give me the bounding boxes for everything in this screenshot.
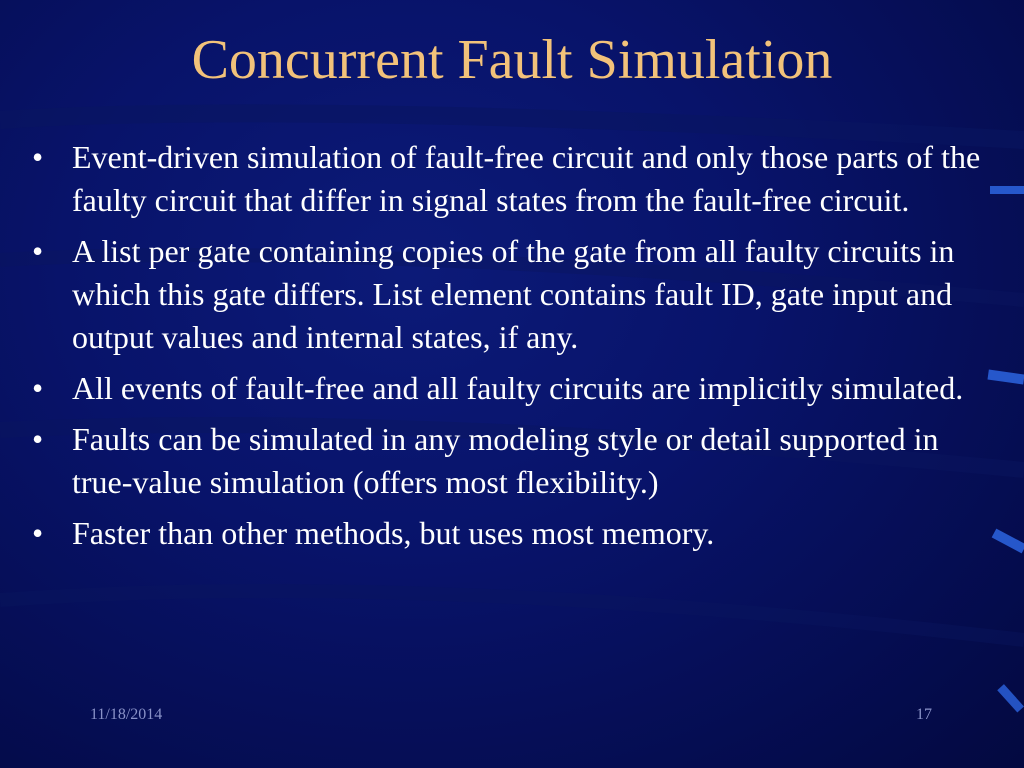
bullet-item-3: • All events of fault-free and all fault…	[28, 367, 988, 410]
bullet-text: A list per gate containing copies of the…	[72, 233, 955, 355]
bullet-icon: •	[32, 370, 44, 406]
footer-page-number: 17	[916, 706, 932, 723]
bullet-list: • Event-driven simulation of fault-free …	[28, 136, 988, 563]
bullet-item-4: • Faults can be simulated in any modelin…	[28, 418, 988, 504]
bullet-icon: •	[32, 421, 44, 457]
bullet-icon: •	[32, 515, 44, 551]
bullet-text: All events of fault-free and all faulty …	[72, 370, 964, 406]
bullet-text: Event-driven simulation of fault-free ci…	[72, 139, 981, 218]
bullet-item-5: • Faster than other methods, but uses mo…	[28, 512, 988, 555]
bullet-text: Faster than other methods, but uses most…	[72, 515, 715, 551]
bullet-icon: •	[32, 233, 44, 269]
bullet-icon: •	[32, 139, 44, 175]
bullet-item-1: • Event-driven simulation of fault-free …	[28, 136, 988, 222]
slide-title: Concurrent Fault Simulation	[191, 29, 833, 91]
footer-date: 11/18/2014	[90, 706, 163, 723]
bullet-text: Faults can be simulated in any modeling …	[72, 421, 939, 500]
bullet-item-2: • A list per gate containing copies of t…	[28, 230, 988, 359]
